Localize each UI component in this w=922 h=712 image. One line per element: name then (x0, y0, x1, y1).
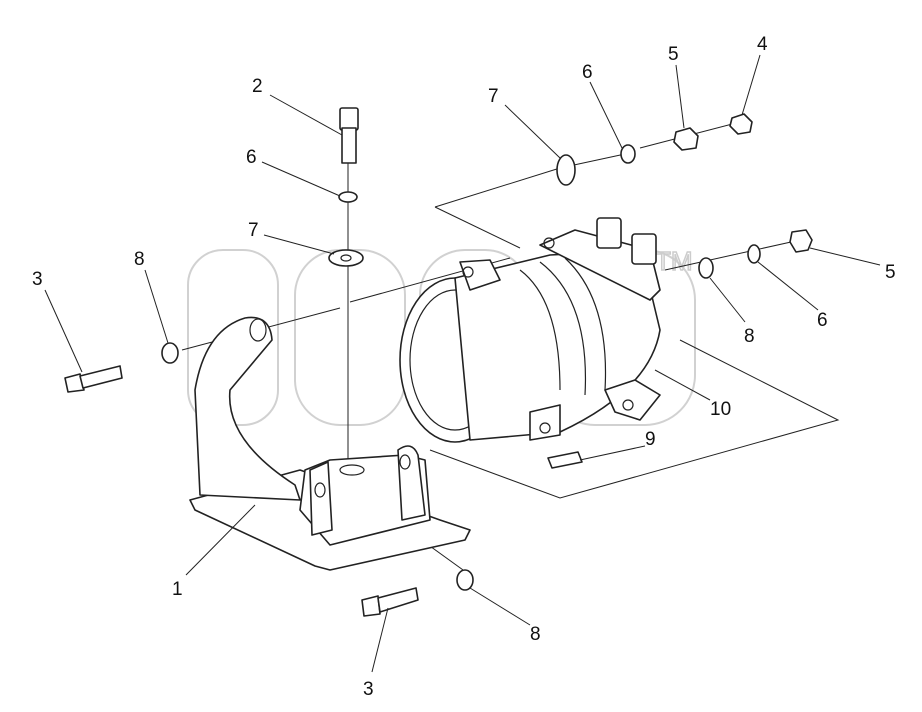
callout-7-top: 7 (488, 86, 499, 107)
callout-8-right: 8 (744, 326, 755, 347)
mounting-bracket (189, 316, 471, 571)
callout-labels: 1 2 3 3 4 5 5 6 6 6 7 7 8 8 8 9 10 (32, 34, 896, 700)
callout-8-left: 8 (134, 249, 145, 270)
callout-4: 4 (757, 34, 768, 55)
callout-6-left: 6 (246, 147, 257, 168)
callout-3-left: 3 (32, 269, 43, 290)
callout-8-bottom: 8 (530, 624, 541, 645)
compressor (399, 217, 661, 443)
vertical-bolt (339, 107, 359, 164)
callout-3-bottom: 3 (363, 679, 374, 700)
callout-6-right: 6 (817, 310, 828, 331)
callout-10: 10 (710, 399, 731, 420)
horizontal-bolts (64, 365, 419, 617)
callout-leaders (44, 54, 881, 673)
callout-6-top: 6 (582, 62, 593, 83)
fasteners (161, 113, 813, 591)
callout-9: 9 (645, 429, 656, 450)
callout-1: 1 (172, 579, 183, 600)
key (547, 451, 583, 469)
callout-7-left: 7 (248, 220, 259, 241)
callout-5-right: 5 (885, 262, 896, 283)
callout-5-top: 5 (668, 44, 679, 65)
callout-2: 2 (252, 76, 263, 97)
watermark-tm: TM (655, 246, 693, 276)
